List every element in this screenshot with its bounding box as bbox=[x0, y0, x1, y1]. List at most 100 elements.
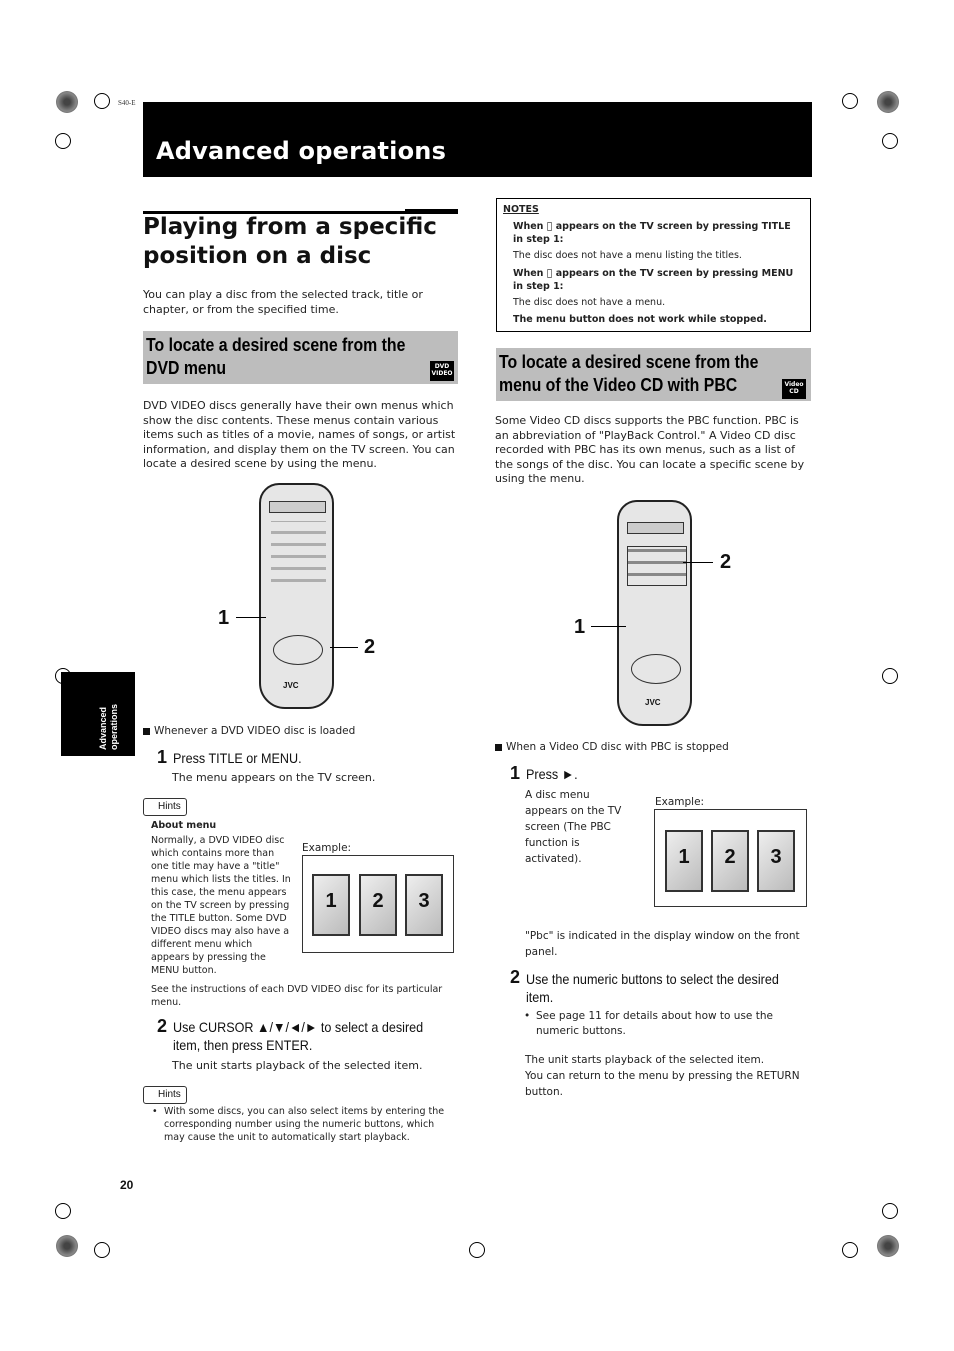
step-2-sub: The unit starts playback of the selected… bbox=[172, 1059, 423, 1072]
callout-1: 1 bbox=[574, 616, 586, 638]
remote-numeric-buttons bbox=[271, 521, 326, 591]
closing-line-1: The unit starts playback of the selected… bbox=[525, 1054, 765, 1066]
step-2-text: Use CURSOR ▲/▼/◄/► to select a desired i… bbox=[173, 1019, 424, 1053]
vcd-section-title: To locate a desired scene from the menu … bbox=[499, 352, 759, 395]
vcd-condition: When a Video CD disc with PBC is stopped bbox=[495, 740, 815, 755]
note-item-text: The disc does not have a menu. bbox=[513, 297, 666, 308]
notes-box: NOTES When ⃠ appears on the TV screen by… bbox=[496, 198, 811, 332]
hints-badge: Hints bbox=[143, 798, 187, 816]
example-card: 1 bbox=[665, 830, 703, 892]
registration-dot bbox=[877, 1235, 899, 1257]
callout-line bbox=[591, 626, 626, 627]
intro-text: You can play a disc from the selected tr… bbox=[143, 288, 423, 316]
example-menu-box: 1 2 3 bbox=[302, 855, 454, 953]
step-1-sub: A disc menu appears on the TV screen (Th… bbox=[525, 789, 622, 865]
registration-dot bbox=[877, 91, 899, 113]
note-item-bold: The menu button does not work while stop… bbox=[513, 314, 767, 325]
example-card: 3 bbox=[757, 830, 795, 892]
example-card: 2 bbox=[711, 830, 749, 892]
callout-1: 1 bbox=[218, 607, 230, 629]
bullet-icon: • bbox=[524, 1010, 531, 1022]
step-1-number: 1 bbox=[510, 763, 521, 783]
hint-footer: See the instructions of each DVD VIDEO d… bbox=[151, 984, 443, 1008]
square-bullet-icon bbox=[495, 743, 502, 751]
step-2-text: Use the numeric buttons to select the de… bbox=[526, 971, 779, 1005]
step-1-text: Press ►. bbox=[526, 766, 578, 782]
crosshair-mark bbox=[55, 1203, 71, 1219]
hints-badge: Hints bbox=[143, 1086, 187, 1104]
heading-rule-accent bbox=[405, 209, 458, 214]
side-tab bbox=[61, 672, 135, 756]
vcd-section-header bbox=[496, 348, 811, 401]
callout-line bbox=[683, 562, 713, 563]
title-banner bbox=[143, 102, 812, 177]
doc-code: S40-E bbox=[118, 99, 136, 107]
step-2-number: 2 bbox=[510, 967, 521, 987]
crosshair-mark bbox=[882, 668, 898, 684]
side-tab-label: Advanced operations bbox=[98, 703, 119, 750]
page-title: Advanced operations bbox=[156, 137, 447, 165]
crosshair-mark bbox=[94, 1242, 110, 1258]
remote-numeric-buttons bbox=[627, 546, 687, 586]
notes-title: NOTES bbox=[503, 204, 539, 215]
remote-brand: JVC bbox=[645, 698, 661, 707]
example-card: 3 bbox=[405, 874, 443, 936]
crosshair-mark bbox=[842, 1242, 858, 1258]
main-heading: Playing from a specific position on a di… bbox=[143, 214, 437, 269]
dvd-section-body: DVD VIDEO discs generally have their own… bbox=[143, 399, 456, 470]
crosshair-mark bbox=[55, 133, 71, 149]
example-label: Example: bbox=[302, 842, 352, 854]
note-item-bold: When ⃠ appears on the TV screen by press… bbox=[513, 221, 791, 245]
hint-body: Normally, a DVD VIDEO disc which contain… bbox=[151, 835, 291, 976]
example-card: 1 bbox=[312, 874, 350, 936]
note-item: When ⃠ appears on the TV screen by press… bbox=[513, 267, 803, 309]
video-cd-badge: Video CD bbox=[782, 379, 806, 399]
crosshair-mark bbox=[882, 133, 898, 149]
callout-line bbox=[236, 617, 266, 618]
registration-dot bbox=[56, 91, 78, 113]
step-2-bullet: • See page 11 for details about how to us… bbox=[524, 1009, 794, 1038]
crosshair-mark bbox=[882, 1203, 898, 1219]
vcd-condition-text: When a Video CD disc with PBC is stopped bbox=[506, 741, 729, 753]
remote-display bbox=[269, 501, 326, 513]
note-item-bold: When ⃠ appears on the TV screen by press… bbox=[513, 268, 794, 292]
example-card: 2 bbox=[359, 874, 397, 936]
hint-2-text: With some discs, you can also select ite… bbox=[164, 1106, 445, 1143]
step-2-bullet-text: See page 11 for details about how to use… bbox=[536, 1010, 773, 1037]
dvd-condition-text: Whenever a DVD VIDEO disc is loaded bbox=[154, 725, 356, 737]
dvd-video-badge: DVD VIDEO bbox=[430, 361, 454, 381]
example-label: Example: bbox=[655, 796, 705, 808]
remote-brand: JVC bbox=[283, 681, 299, 690]
callout-line bbox=[330, 647, 358, 648]
pbc-note: "Pbc" is indicated in the display window… bbox=[525, 930, 800, 958]
step-2-number: 2 bbox=[157, 1016, 168, 1036]
page-number: 20 bbox=[120, 1178, 134, 1192]
remote-cursor-pad bbox=[631, 654, 681, 684]
step-1-text: Press TITLE or MENU. bbox=[173, 750, 302, 766]
vcd-section-body: Some Video CD discs supports the PBC fun… bbox=[495, 414, 805, 485]
dvd-section-header bbox=[143, 331, 458, 384]
note-item: When ⃠ appears on the TV screen by press… bbox=[513, 220, 803, 262]
callout-2: 2 bbox=[720, 551, 732, 573]
dvd-condition: Whenever a DVD VIDEO disc is loaded bbox=[143, 724, 463, 739]
registration-dot bbox=[56, 1235, 78, 1257]
closing-line-2: You can return to the menu by pressing t… bbox=[525, 1070, 800, 1098]
remote-display bbox=[627, 522, 684, 534]
hint-title: About menu bbox=[151, 820, 217, 831]
crosshair-mark bbox=[842, 93, 858, 109]
step-1-number: 1 bbox=[157, 747, 168, 767]
note-item-text: The disc does not have a menu listing th… bbox=[513, 250, 742, 261]
dvd-section-title: To locate a desired scene from the DVD m… bbox=[146, 335, 406, 378]
step-1-sub: The menu appears on the TV screen. bbox=[172, 771, 376, 784]
remote-control-image: JVC bbox=[617, 500, 692, 726]
example-menu-box: 1 2 3 bbox=[654, 809, 807, 907]
crosshair-mark bbox=[469, 1242, 485, 1258]
heading-rule bbox=[143, 211, 458, 214]
bullet-icon: • bbox=[152, 1106, 158, 1117]
square-bullet-icon bbox=[143, 727, 150, 735]
remote-cursor-pad bbox=[273, 635, 323, 665]
callout-2: 2 bbox=[364, 636, 376, 658]
crosshair-mark bbox=[94, 93, 110, 109]
remote-control-image: JVC bbox=[259, 483, 334, 709]
hint-2-bullet: • With some discs, you can also select it… bbox=[152, 1105, 457, 1144]
